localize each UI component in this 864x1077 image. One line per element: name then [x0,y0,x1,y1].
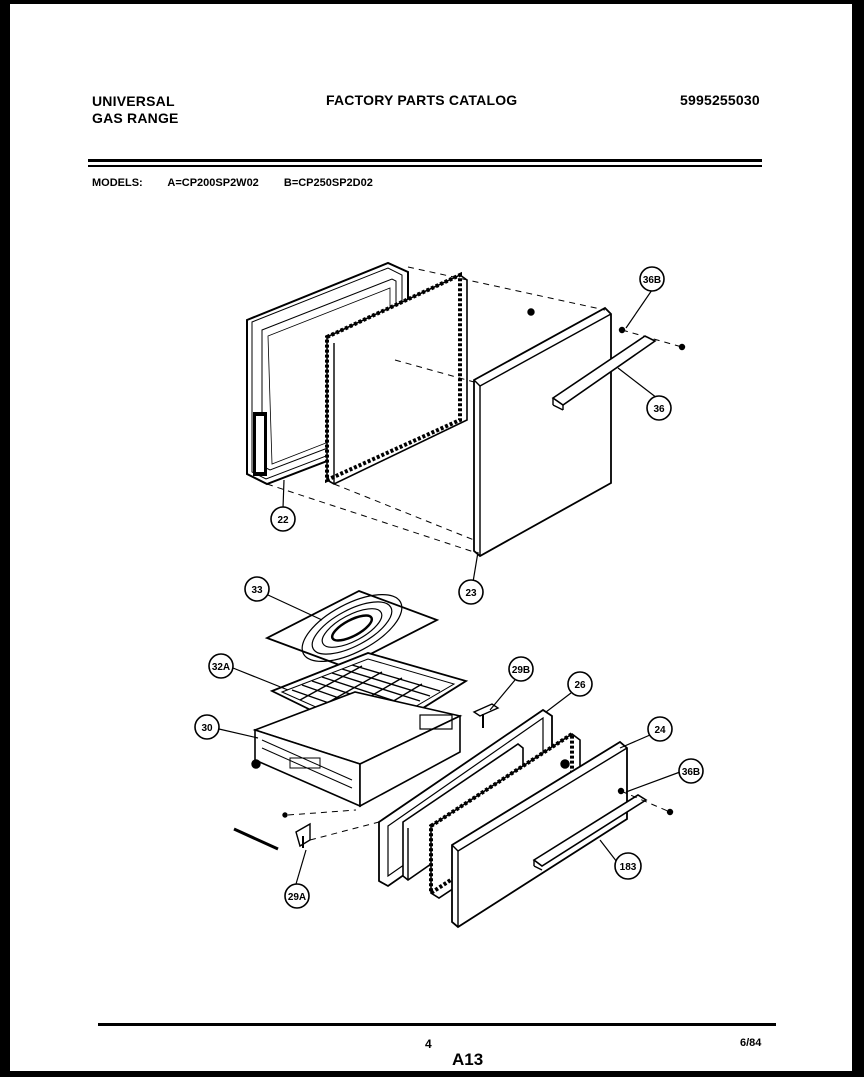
callout-23: 23 [458,579,484,605]
callout-24: 24 [647,716,673,742]
footer-section-code: A13 [452,1050,484,1069]
svg-text:24: 24 [654,725,666,736]
callout-26: 26 [567,671,593,697]
oven-door-outer-panel [473,306,612,558]
svg-text:22: 22 [277,515,289,526]
svg-text:36B: 36B [682,767,700,778]
callout-32a: 32A [208,653,234,679]
svg-text:23: 23 [465,588,477,599]
svg-text:33: 33 [251,585,263,596]
broiler-drawer [251,691,463,808]
svg-text:36: 36 [653,404,665,415]
drawer-slide-bracket [295,822,311,848]
models-label: MODELS: [92,177,143,189]
callout-36: 36 [646,395,672,421]
svg-text:32A: 32A [212,662,230,673]
callouts: 22 23 36B 36 33 32A 29B 26 [194,266,704,909]
leader-lines [218,289,681,885]
callout-33: 33 [244,576,270,602]
footer-rule [98,1023,776,1026]
drawer-slide-rod [233,827,279,851]
callout-30: 30 [194,714,220,740]
scan-border-right [852,0,864,1077]
scan-border-top [0,0,864,4]
brand-line-2: GAS RANGE [92,110,179,126]
drawer-outer-panel [451,740,628,929]
svg-text:30: 30 [201,723,213,734]
oven-door-insulation [325,271,468,485]
model-a: A=CP200SP2W02 [167,177,259,189]
oven-door-handle [551,335,657,411]
footer-page-number: 4 [425,1037,432,1051]
callout-22: 22 [270,506,296,532]
footer-date: 6/84 [740,1037,762,1049]
svg-text:29A: 29A [288,892,306,903]
callout-29a: 29A [284,883,310,909]
catalog-title: FACTORY PARTS CATALOG [326,92,518,108]
svg-text:26: 26 [574,680,586,691]
models-line: MODELS: A=CP200SP2W02 B=CP250SP2D02 [92,177,395,189]
scan-border-bottom [0,1071,864,1077]
broiler-pan-insert [264,590,440,668]
callout-29b: 29B [508,656,534,682]
callout-36b-lower: 36B [678,758,704,784]
drawer-handle [532,794,648,871]
callout-36b-upper: 36B [639,266,665,292]
header-rule-top [88,159,762,162]
model-b: B=CP250SP2D02 [283,177,373,189]
svg-text:29B: 29B [512,665,530,676]
header-rule-bottom [88,165,762,167]
scan-border-left [0,0,10,1077]
drawer-stop-bracket [472,703,500,728]
callout-183: 183 [614,852,642,880]
svg-text:36B: 36B [643,275,661,286]
catalog-part-number: 5995255030 [680,92,760,108]
brand-line-1: UNIVERSAL [92,93,175,109]
svg-text:183: 183 [620,862,637,873]
